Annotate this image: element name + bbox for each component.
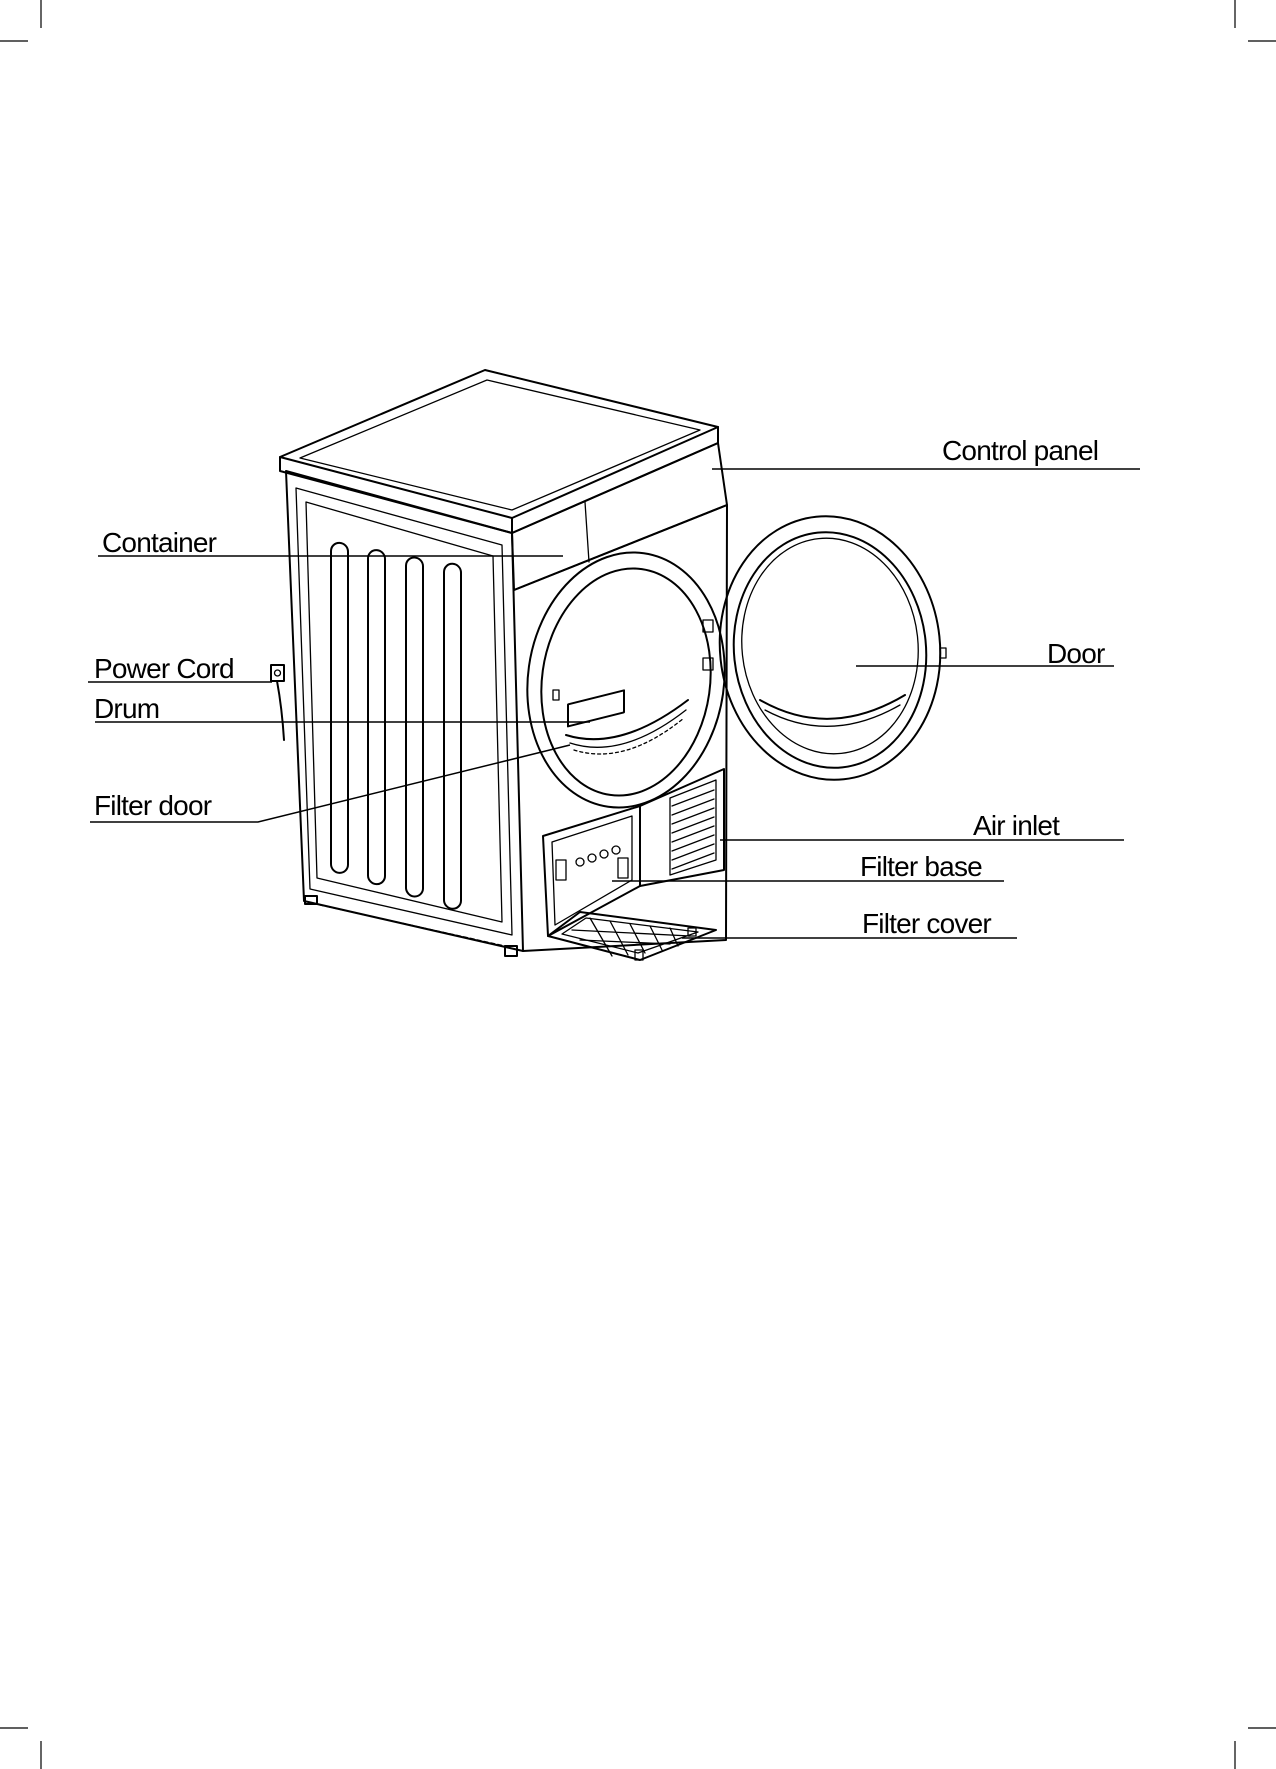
label-power-cord: Power Cord <box>94 653 234 684</box>
label-control-panel: Control panel <box>942 435 1098 466</box>
door <box>707 505 953 791</box>
label-air-inlet: Air inlet <box>973 810 1060 841</box>
label-door: Door <box>1047 638 1105 669</box>
filter-cover <box>548 912 716 960</box>
control-panel-strip <box>512 443 727 590</box>
power-cord <box>271 665 284 740</box>
label-filter-cover: Filter cover <box>862 908 991 939</box>
label-drum: Drum <box>94 693 159 724</box>
label-container: Container <box>102 527 217 558</box>
label-filter-door: Filter door <box>94 790 212 821</box>
leader-lines <box>88 469 1140 938</box>
side-panel <box>286 471 523 956</box>
label-filter-base: Filter base <box>860 851 982 882</box>
filter-base <box>543 690 640 936</box>
part-labels: Control panel Container Power Cord Drum … <box>94 435 1105 939</box>
dryer-top <box>280 370 718 533</box>
dryer-illustration <box>271 370 953 960</box>
drum-opening <box>511 540 741 821</box>
